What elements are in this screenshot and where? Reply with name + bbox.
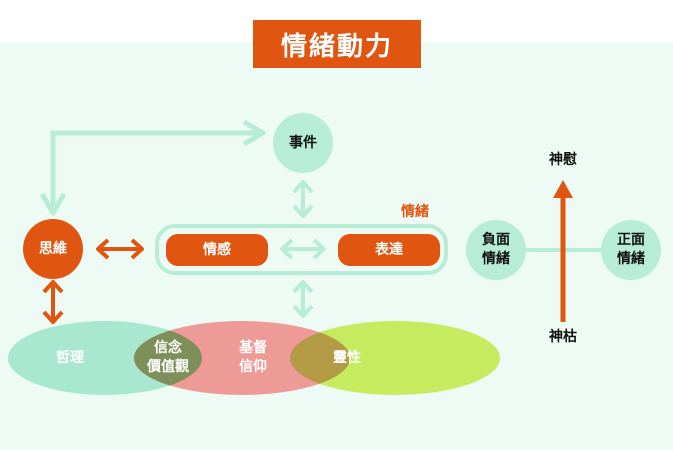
event-emotion-double-arrow bbox=[292, 180, 314, 218]
venn-beliefs-values-label: 信念 價值觀 bbox=[147, 340, 189, 375]
spirit-comfort-label: 神慰 bbox=[549, 151, 577, 168]
node-thinking: 思維 bbox=[23, 219, 83, 279]
venn-overlap-beliefs bbox=[134, 321, 202, 395]
node-event: 事件 bbox=[273, 113, 333, 173]
spirit-dry-label: 神枯 bbox=[549, 328, 577, 345]
node-expression: 表達 bbox=[338, 234, 440, 266]
loop-arrow-event-to-thinking bbox=[50, 130, 262, 210]
venn-christian-faith-label: 基督 信仰 bbox=[239, 340, 267, 375]
spirit-arrow bbox=[553, 180, 573, 322]
node-feeling: 情感 bbox=[166, 234, 268, 266]
thinking-venn-double-arrow bbox=[42, 280, 64, 324]
node-negative-emotion: 負面 情緒 bbox=[466, 220, 526, 280]
emotion-group-label: 情緒 bbox=[401, 203, 429, 220]
loop-arrowhead-event bbox=[242, 119, 266, 147]
loop-arrowhead-thinking bbox=[39, 192, 67, 216]
emotion-venn-double-arrow bbox=[292, 280, 314, 318]
venn-spirituality-label: 靈性 bbox=[333, 349, 361, 366]
node-positive-emotion: 正面 情緒 bbox=[601, 220, 661, 280]
venn-lime-ellipse bbox=[290, 321, 500, 395]
feeling-expression-double-arrow bbox=[280, 238, 326, 260]
thinking-emotion-double-arrow bbox=[96, 238, 144, 260]
venn-philosophy-label: 哲理 bbox=[56, 349, 84, 366]
emotion-group-frame bbox=[155, 224, 448, 275]
diagram-title: 情緒動力 bbox=[253, 20, 421, 68]
